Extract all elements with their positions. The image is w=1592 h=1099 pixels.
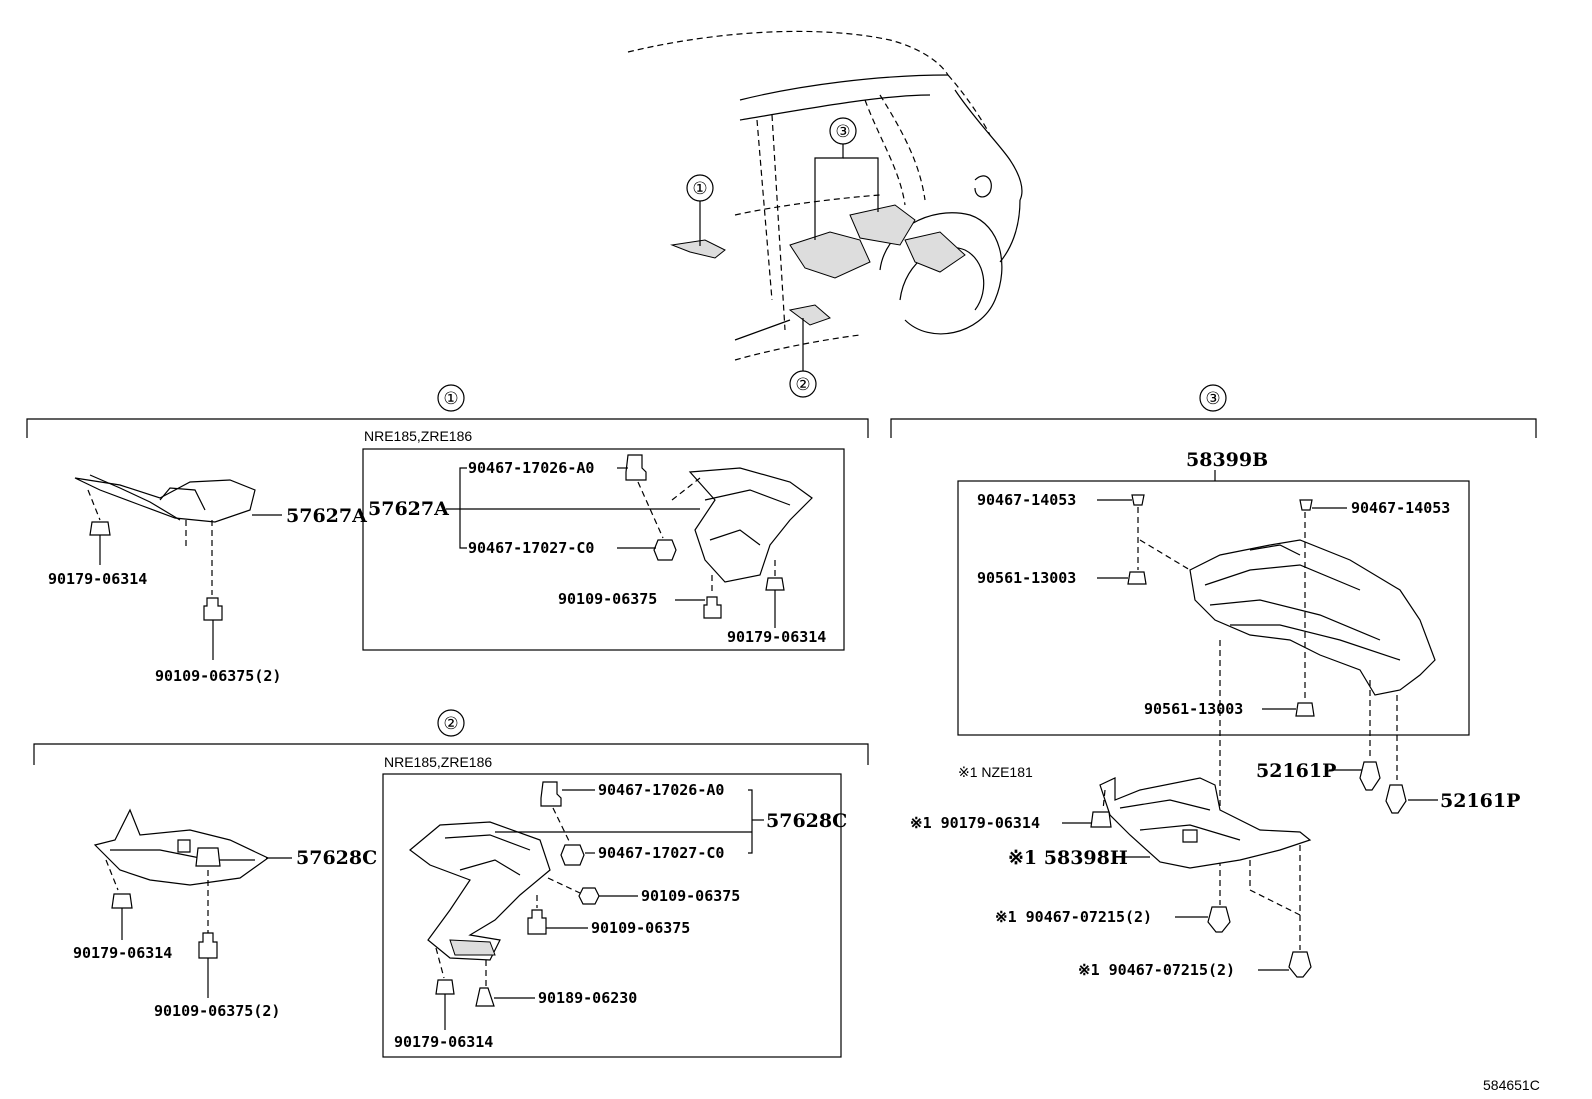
section-1-box-nut-label: 90179-06314 [727, 628, 826, 646]
section-1-box-drawing [446, 454, 813, 628]
callout-2-top: ② [795, 375, 810, 394]
section-3-clip-right-label: 90467-14053 [1351, 499, 1450, 517]
section-2: ② 57628C 90179-06314 90109-06375(2) NRE1… [33, 709, 869, 1058]
section-2-left-bolt-label: 90109-06375(2) [154, 1002, 280, 1020]
section-2-left-drawing [93, 808, 292, 998]
section-1-box-clip-a-label: 90467-17026-A0 [468, 459, 594, 477]
section-1-left-cover-label: 57627A [286, 505, 367, 527]
section-2-detail-box [382, 773, 842, 1058]
section-2-box-nut-label: 90179-06314 [394, 1033, 493, 1051]
section-3-drawing [1062, 494, 1438, 978]
section-2-box-bolt1-label: 90109-06375 [641, 887, 740, 905]
section-2-box-drawing [409, 781, 764, 1030]
section-1-box-cover-label: 57627A [368, 498, 449, 520]
section-1-callout: ① [443, 389, 458, 408]
section-3: ③ [890, 384, 1537, 979]
section-2-box-clip-a-label: 90467-17026-A0 [598, 781, 724, 799]
section-2-box-cover-label: 57628C [766, 810, 847, 832]
vehicle-overview: ① ③ ② [627, 30, 1023, 398]
section-3-nut-bottom-label: 90561-13003 [1144, 700, 1243, 718]
section-1-variant: NRE185,ZRE186 [364, 428, 472, 444]
section-1-box-bolt-label: 90109-06375 [558, 590, 657, 608]
section-2-box-clip-c-label: 90467-17027-C0 [598, 844, 724, 862]
section-3-nut-left-label: 90561-13003 [977, 569, 1076, 587]
section-2-variant: NRE185,ZRE186 [384, 754, 492, 770]
section-2-box-grommet-label: 90189-06230 [538, 989, 637, 1007]
section-2-box-bolt2-label: 90109-06375 [591, 919, 690, 937]
section-3-nut-h-label: ※1 90179-06314 [910, 814, 1040, 832]
section-2-left-cover-label: 57628C [296, 847, 377, 869]
section-3-assembly-label: 58399B [1186, 449, 1268, 471]
section-1-detail-box [362, 448, 845, 651]
section-2-left-nut-label: 90179-06314 [73, 944, 172, 962]
section-1: ① 57627A 90179-06314 90109-06375(2) NRE1… [26, 384, 869, 685]
section-3-assembly-box [957, 480, 1470, 736]
section-3-clip-h1-label: ※1 90467-07215(2) [995, 908, 1152, 926]
section-1-box-clip-c-label: 90467-17027-C0 [468, 539, 594, 557]
section-3-pin2-label: 52161P [1440, 790, 1520, 812]
section-2-callout: ② [443, 714, 458, 733]
section-3-cover-h-label: ※1 58398H [1008, 847, 1128, 869]
section-3-clip-h2-label: ※1 90467-07215(2) [1078, 961, 1235, 979]
figure-code: 584651C [1483, 1077, 1540, 1093]
section-3-callout: ③ [1205, 389, 1220, 408]
section-3-clip-left-label: 90467-14053 [977, 491, 1076, 509]
callout-1-top: ① [692, 179, 707, 198]
section-1-left-drawing [74, 474, 282, 660]
section-3-pin1-label: 52161P [1256, 760, 1336, 782]
section-1-left-bolt-label: 90109-06375(2) [155, 667, 281, 685]
callout-3-top: ③ [835, 122, 850, 141]
section-1-left-nut-label: 90179-06314 [48, 570, 147, 588]
section-3-note: ※1 NZE181 [958, 764, 1033, 780]
